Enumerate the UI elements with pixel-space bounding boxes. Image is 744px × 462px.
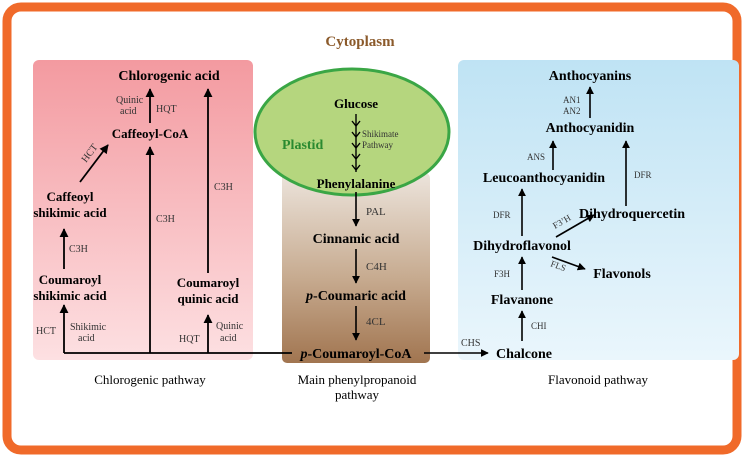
c3h-mid-enzyme: C3H (156, 214, 175, 225)
dfr-left-enzyme: DFR (493, 210, 511, 220)
ans-enzyme: ANS (527, 152, 545, 162)
caffeoyl-shikimic-label-1: Caffeoyl (47, 189, 94, 204)
caffeoyl-shikimic-label-2: shikimic acid (33, 205, 107, 220)
flavonoid-caption: Flavonoid pathway (548, 372, 649, 387)
c3h-right-enzyme: C3H (214, 182, 233, 193)
anthocyanidin-label: Anthocyanidin (546, 121, 635, 136)
hqt-bottom-enzyme: HQT (179, 334, 200, 345)
p-coumaroyl-coa-label: p-Coumaroyl-CoA (300, 347, 413, 362)
shikimate-label-2: Pathway (362, 140, 393, 150)
f3prime-h-arrow (555, 214, 595, 238)
shikimate-arrows (351, 114, 361, 172)
quinic-acid-bottom-1: Quinic (216, 321, 244, 332)
quinic-acid-bottom-2: acid (220, 333, 237, 344)
c4h-enzyme: C4H (366, 261, 387, 273)
chs-enzyme: CHS (461, 338, 480, 349)
flavonols-label: Flavonols (593, 267, 651, 282)
coumaroyl-quinic-label-2: quinic acid (177, 291, 239, 306)
plastid-label: Plastid (282, 138, 323, 153)
glucose-label: Glucose (334, 96, 378, 111)
caffeoyl-coa-label: Caffeoyl-CoA (112, 126, 189, 141)
shikimic-acid-label-1: Shikimic (70, 322, 107, 333)
dihydroquercetin-label: Dihydroquercetin (579, 207, 685, 222)
phenylalanine-label: Phenylalanine (317, 176, 396, 191)
chi-enzyme: CHI (531, 321, 547, 331)
main-caption-1: Main phenylpropanoid (298, 372, 417, 387)
hct-diag-arrow (79, 144, 109, 183)
fls-arrow (551, 256, 586, 271)
chlorogenic-panel (33, 60, 253, 360)
coumaroyl-shikimic-label-2: shikimic acid (33, 288, 107, 303)
dfr-right-enzyme: DFR (634, 170, 652, 180)
quinic-acid-top-2: acid (120, 106, 137, 117)
quinic-acid-top-1: Quinic (116, 95, 144, 106)
hct-bottom-enzyme: HCT (36, 326, 56, 337)
shikimate-label-1: Shikimate (362, 129, 399, 139)
flavanone-label: Flavanone (491, 293, 553, 308)
chalcone-label: Chalcone (496, 347, 552, 362)
anthocyanins-label: Anthocyanins (549, 69, 632, 84)
4cl-enzyme: 4CL (366, 316, 386, 328)
shikimic-acid-label-2: acid (78, 333, 95, 344)
coumaroyl-shikimic-label-1: Coumaroyl (39, 272, 102, 287)
dihydroflavonol-label: Dihydroflavonol (473, 239, 571, 254)
hqt-top-enzyme: HQT (156, 104, 177, 115)
coumaroyl-quinic-label-1: Coumaroyl (177, 275, 240, 290)
an1-enzyme: AN1 (563, 95, 581, 105)
cytoplasm-title: Cytoplasm (325, 34, 395, 50)
leucoanthocyanidin-label: Leucoanthocyanidin (483, 171, 605, 186)
c3h-left-enzyme: C3H (69, 244, 88, 255)
f3h-enzyme: F3H (494, 269, 511, 279)
main-caption-2: pathway (335, 387, 380, 402)
pal-enzyme: PAL (366, 206, 386, 218)
chlorogenic-caption: Chlorogenic pathway (94, 372, 206, 387)
flavonoid-panel (458, 60, 739, 360)
p-coumaric-acid-label: p-Coumaric acid (305, 289, 406, 304)
fls-enzyme: FLS (549, 258, 567, 273)
chlorogenic-acid-label: Chlorogenic acid (118, 69, 219, 84)
an2-enzyme: AN2 (563, 106, 581, 116)
cinnamic-acid-label: Cinnamic acid (313, 232, 400, 247)
